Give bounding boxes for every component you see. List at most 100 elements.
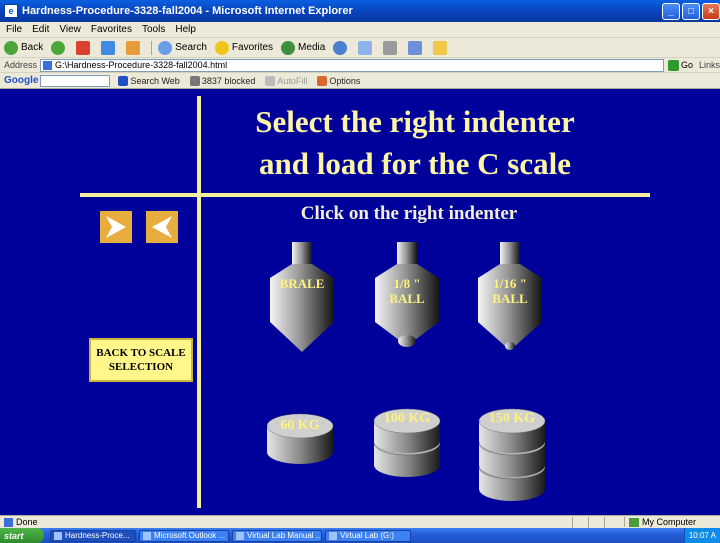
edit-button[interactable]	[408, 40, 425, 55]
instruction-text: Click on the right indenter	[300, 203, 518, 224]
messenger-button[interactable]	[433, 40, 450, 55]
brale-label: BRALE	[268, 276, 336, 291]
chevron-right-icon	[106, 216, 126, 238]
menu-view[interactable]: View	[59, 24, 81, 35]
google-logo[interactable]: Google	[4, 75, 39, 86]
task-label: Virtual Lab (G:)	[340, 531, 395, 540]
task-label: Hardness-Proce...	[65, 531, 130, 540]
ball-1-16-label: 1/16 " BALL	[476, 276, 544, 306]
task-virtual-lab-manual[interactable]: Virtual Lab Manual ...	[232, 529, 322, 542]
google-search-input[interactable]	[40, 74, 111, 87]
media-button[interactable]: Media	[281, 40, 326, 55]
load-100-label: 100 KG	[383, 411, 431, 426]
task-virtual-lab-drive[interactable]: Virtual Lab (G:)	[325, 529, 411, 542]
history-button[interactable]	[333, 40, 350, 55]
refresh-button[interactable]	[101, 40, 118, 55]
task-microsoft-outlook[interactable]: Microsoft Outlook ...	[139, 529, 229, 542]
previous-button[interactable]	[146, 211, 178, 243]
my-computer-icon	[629, 517, 639, 527]
media-icon	[281, 40, 296, 55]
back-nav-label: Back	[21, 42, 44, 53]
menu-edit[interactable]: Edit	[32, 24, 50, 35]
stop-icon	[76, 40, 91, 55]
back-arrow-icon	[4, 40, 18, 55]
window-title: Hardness-Procedure-3328-fall2004 - Micro…	[22, 5, 353, 17]
load-60-kg[interactable]: 60 KG	[265, 412, 335, 468]
address-label: Address	[4, 60, 38, 70]
back-to-scale-selection-button[interactable]: BACK TO SCALE SELECTION	[89, 338, 193, 382]
home-button[interactable]	[126, 40, 143, 55]
go-label: Go	[680, 60, 693, 70]
menu-favorites[interactable]: Favorites	[90, 24, 132, 35]
back-nav-button[interactable]: Back	[4, 40, 44, 55]
print-button[interactable]	[383, 40, 400, 55]
options-button[interactable]: Options	[317, 75, 360, 86]
go-button[interactable]: Go	[667, 59, 693, 71]
page-icon	[43, 60, 53, 70]
brale-label-line-1: BRALE	[279, 276, 325, 291]
indenter-1-8-ball[interactable]: 1/8 " BALL	[373, 242, 441, 352]
stop-button[interactable]	[76, 40, 93, 55]
status-text: Done	[0, 517, 572, 527]
page-content: Select the right indenter and load for t…	[0, 89, 720, 515]
ball-1-16-label-line-2: BALL	[492, 291, 528, 306]
load-100-kg[interactable]: 100 KG	[372, 407, 442, 480]
maximize-button[interactable]: □	[682, 2, 700, 20]
zone-label: My Computer	[642, 517, 697, 527]
task-label: Microsoft Outlook ...	[154, 531, 226, 540]
task-label: Virtual Lab Manual ...	[247, 531, 322, 540]
ball-1-16-label-line-1: 1/16 "	[493, 276, 527, 291]
status-cell	[604, 516, 620, 528]
menu-help[interactable]: Help	[175, 24, 196, 35]
status-cell	[572, 516, 588, 528]
address-input[interactable]: G:\Hardness-Procedure-3328-fall2004.html	[40, 58, 664, 72]
back-button-line-1: BACK TO SCALE	[96, 347, 186, 359]
security-zone: My Computer	[624, 517, 720, 527]
page-done-icon	[4, 517, 13, 527]
load-60-label: 60 KG	[280, 418, 320, 433]
search-button[interactable]: Search	[158, 40, 207, 55]
close-button[interactable]: ×	[702, 2, 720, 20]
favorites-label: Favorites	[231, 42, 274, 53]
popup-blocked-label: 3837 blocked	[201, 75, 256, 86]
indenter-brale[interactable]: BRALE	[268, 242, 336, 352]
load-150-kg[interactable]: 150 KG	[477, 407, 547, 503]
home-icon	[126, 40, 141, 55]
mail-icon	[358, 40, 373, 55]
task-hardness-procedure[interactable]: Hardness-Proce...	[50, 529, 136, 542]
outlook-task-icon	[143, 531, 151, 540]
status-cell	[588, 516, 604, 528]
status-label: Done	[16, 517, 38, 527]
menu-tools[interactable]: Tools	[141, 24, 166, 35]
toolbar-separator	[151, 40, 153, 55]
go-arrow-icon	[667, 59, 679, 71]
search-web-button[interactable]: Search Web	[118, 75, 180, 86]
popup-blocked-button[interactable]: 3837 blocked	[189, 75, 256, 86]
favorites-button[interactable]: Favorites	[214, 40, 274, 55]
search-web-label: Search Web	[130, 75, 180, 86]
media-label: Media	[298, 42, 326, 53]
start-label: start	[4, 530, 24, 541]
mail-button[interactable]	[358, 40, 375, 55]
menu-file[interactable]: File	[6, 24, 23, 35]
ball-indenter-icon	[478, 242, 542, 350]
print-icon	[383, 40, 398, 55]
binoculars-icon	[118, 75, 129, 86]
minimize-button[interactable]: _	[662, 2, 680, 20]
history-icon	[333, 40, 348, 55]
next-button[interactable]	[100, 211, 132, 243]
vertical-divider	[197, 96, 201, 508]
google-toolbar: Google Search Web 3837 blocked AutoFill …	[0, 73, 720, 89]
word-task-icon	[236, 531, 244, 540]
links-button[interactable]: Links	[698, 60, 720, 70]
weight-icon	[373, 408, 441, 477]
autofill-button[interactable]: AutoFill	[265, 75, 307, 86]
heading-line-2: and load for the C scale	[258, 146, 571, 181]
folder-icon	[433, 40, 448, 55]
address-url: G:\Hardness-Procedure-3328-fall2004.html	[55, 59, 228, 70]
weight-icon	[478, 408, 546, 501]
start-button[interactable]: start	[0, 528, 44, 543]
forward-nav-button[interactable]	[51, 40, 68, 55]
indenter-1-16-ball[interactable]: 1/16 " BALL	[476, 242, 544, 352]
system-tray: 10:07 A	[683, 528, 720, 543]
